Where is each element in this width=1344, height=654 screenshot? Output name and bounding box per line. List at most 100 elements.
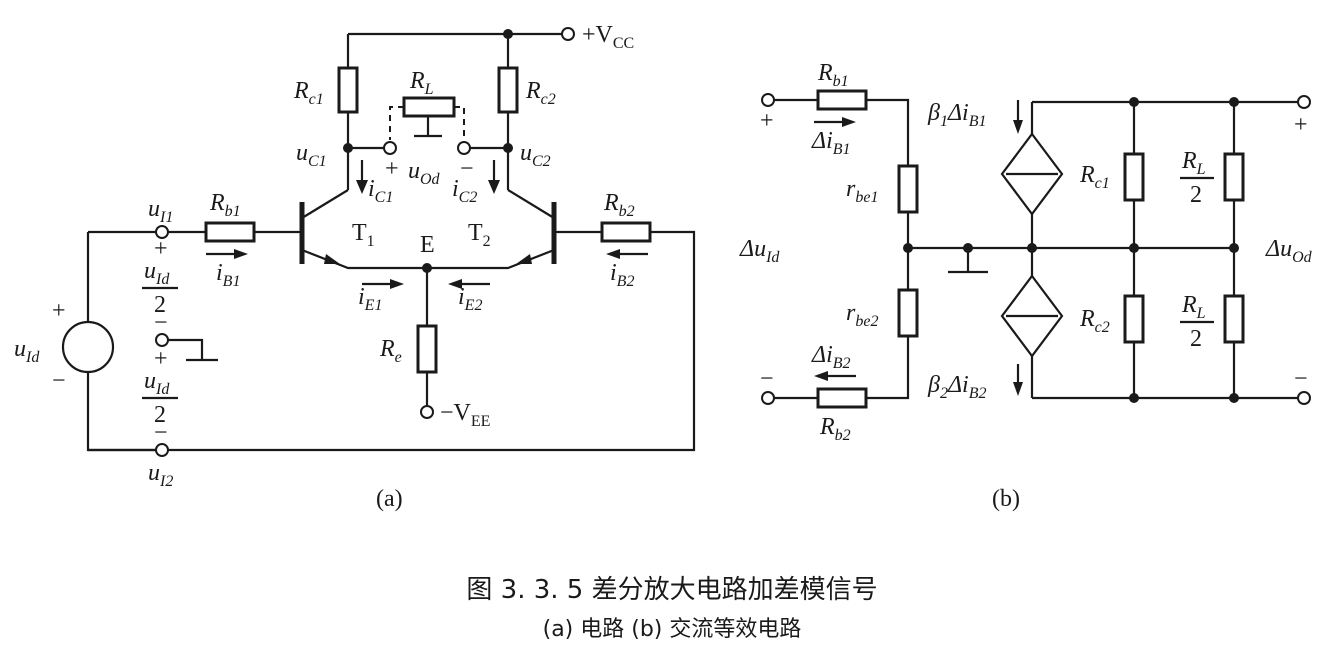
b-rb2-resistor	[816, 387, 868, 409]
caption-title: 图 3. 3. 5 差分放大电路加差模信号	[466, 575, 877, 605]
source-wires	[86, 230, 162, 452]
b-src2-arrowhead	[1013, 382, 1023, 396]
ui2-terminal	[155, 443, 169, 457]
half-upper-den: 2	[154, 292, 166, 318]
b-rl2-den: 2	[1190, 326, 1202, 352]
rc1-label: Rc1	[293, 78, 324, 108]
ie2-label: iE2	[458, 284, 482, 314]
b-beta1-label: β1ΔiB1	[927, 100, 987, 130]
rc2-resistor	[497, 66, 519, 114]
rb1-label: Rb1	[209, 190, 241, 220]
b-rc1-label: Rc1	[1079, 162, 1110, 192]
b-rc2-label: Rc2	[1079, 306, 1110, 336]
b-beta2-label: β2ΔiB2	[927, 372, 987, 402]
uod-label: uOd	[408, 158, 441, 188]
mid-ground	[168, 338, 218, 362]
uod-plus-terminal	[383, 141, 397, 155]
b-input-minus-terminal	[761, 391, 775, 405]
b-ground-symbol	[948, 248, 988, 274]
b-rl2-num: RL	[1181, 292, 1206, 322]
uc1-label: uC1	[296, 140, 327, 170]
figure-a-label: (a)	[376, 486, 403, 512]
b-node-base	[903, 243, 913, 253]
b-input-plus: +	[760, 108, 774, 134]
half-lower-num: uId	[144, 368, 170, 398]
b-input-minus: −	[760, 366, 774, 392]
b-output-minus-terminal	[1297, 391, 1311, 405]
rb1-resistor	[204, 221, 256, 243]
b-rb2-label: Rb2	[819, 414, 851, 444]
b-output-minus: −	[1294, 366, 1308, 392]
re-resistor	[416, 324, 438, 374]
t2-label: T2	[468, 220, 491, 250]
vee-label: −VEE	[440, 400, 490, 430]
b-src1-diamond	[1000, 132, 1064, 216]
rb2-resistor	[600, 221, 652, 243]
rl-label: RL	[409, 68, 434, 98]
ie1-label: iE1	[358, 284, 382, 314]
uid-source	[61, 320, 115, 374]
b-dib1-arrowhead	[842, 117, 856, 127]
figure-b-label: (b)	[992, 486, 1020, 512]
half-lower-plus: +	[154, 346, 168, 372]
ie2-arrowhead	[448, 279, 462, 289]
ic2-label: iC2	[452, 176, 477, 206]
ib2-arrowhead	[606, 249, 620, 259]
rc2-label: Rc2	[525, 78, 556, 108]
node-e-label: E	[420, 232, 435, 258]
b-rbe1-resistor	[897, 164, 919, 214]
circuit-b: + − ΔuId Rb1 ΔiB1 rbe1 rbe2 Rb2 ΔiB2	[739, 60, 1313, 512]
ib2-label: iB2	[610, 260, 634, 290]
b-rbe2-resistor	[897, 288, 919, 338]
b-rb1-wire	[774, 98, 910, 166]
b-output-plus: +	[1294, 112, 1308, 138]
rb2-label: Rb2	[603, 190, 635, 220]
b-duod-label: ΔuOd	[1265, 236, 1313, 266]
b-rbe2-label: rbe2	[846, 300, 878, 330]
ic1-label: iC1	[368, 176, 393, 206]
b-rl1-resistor	[1223, 152, 1245, 202]
rl-dashed-leads	[389, 106, 465, 140]
b-rl2-resistor	[1223, 294, 1245, 344]
ie1-arrowhead	[390, 279, 404, 289]
rc1-resistor	[337, 66, 359, 114]
uc2-label: uC2	[520, 140, 551, 170]
ui1-label: uI1	[148, 196, 173, 226]
half-upper-minus: −	[154, 310, 168, 336]
t2-emitter-arrow	[516, 254, 532, 264]
b-rbe1-label: rbe1	[846, 176, 878, 206]
rl-resistor	[402, 96, 456, 118]
t1-emitter-arrow	[324, 254, 340, 264]
uod-minus-sign: −	[460, 156, 474, 182]
circuit-a: +VCC Rc1 Rc2 uC1 uC2 RL + − uOd iC1 iC2	[14, 22, 696, 512]
ic2-arrowhead	[488, 180, 500, 194]
ib1-arrowhead	[234, 249, 248, 259]
uid-label: uId	[14, 336, 40, 366]
source-minus: −	[52, 368, 66, 394]
ui1-terminal	[155, 225, 169, 239]
ic1-arrowhead	[356, 180, 368, 194]
b-dib1-label: ΔiB1	[811, 128, 851, 158]
b-dib2-arrowhead	[814, 371, 828, 381]
b-rb2-wire	[774, 336, 910, 400]
caption-subtitle: (a) 电路 (b) 交流等效电路	[543, 617, 802, 642]
b-rc2-resistor	[1123, 294, 1145, 344]
source-plus: +	[52, 298, 66, 324]
b-rl1-num: RL	[1181, 148, 1206, 178]
rb2-wire	[88, 230, 696, 452]
ib1-label: iB1	[216, 260, 240, 290]
t2-collector-emitter	[430, 189, 555, 270]
half-upper-num: uId	[144, 258, 170, 288]
half-upper-plus: +	[154, 236, 168, 262]
b-rc1-resistor	[1123, 152, 1145, 202]
b-dib2-label: ΔiB2	[811, 342, 851, 372]
b-duid-label: ΔuId	[739, 236, 780, 266]
half-lower-minus: −	[154, 420, 168, 446]
vee-terminal	[420, 405, 434, 419]
b-rb1-label: Rb1	[817, 60, 849, 90]
t1-collector-emitter	[301, 189, 425, 270]
b-rl1-den: 2	[1190, 182, 1202, 208]
b-input-plus-terminal	[761, 93, 775, 107]
